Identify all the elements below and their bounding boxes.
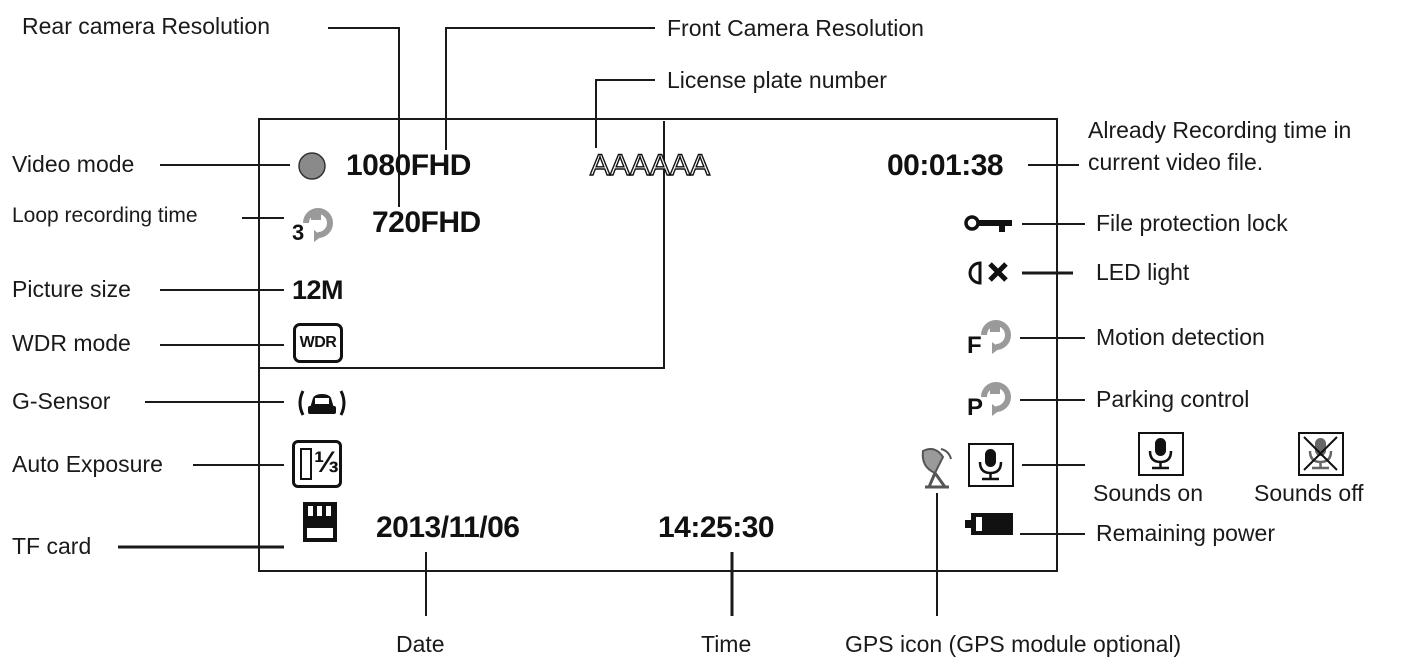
- label-remaining-power: Remaining power: [1096, 520, 1275, 546]
- label-video-mode: Video mode: [12, 151, 135, 177]
- date-value: 2013/11/06: [376, 511, 520, 544]
- label-auto-exposure: Auto Exposure: [12, 451, 163, 477]
- label-g-sensor: G-Sensor: [12, 388, 111, 414]
- rear-resolution-value: 720FHD: [372, 206, 481, 239]
- microphone-muted-icon: [1298, 432, 1344, 476]
- loop-value: 3: [292, 220, 304, 245]
- time-value: 14:25:30: [658, 511, 775, 544]
- battery-icon: [964, 510, 1016, 538]
- exposure-value: ⅓: [314, 446, 340, 479]
- label-license-plate-number: License plate number: [667, 67, 887, 93]
- exposure-bar: [300, 448, 312, 480]
- wdr-badge-text: WDR: [299, 334, 337, 351]
- microphone-icon: [968, 443, 1014, 487]
- line-license-plate: [595, 79, 655, 148]
- label-parking-control: Parking control: [1096, 386, 1250, 412]
- label-led-light: LED light: [1096, 259, 1190, 285]
- label-loop-recording-time: Loop recording time: [12, 204, 198, 227]
- label-front-camera-resolution: Front Camera Resolution: [667, 15, 924, 41]
- front-resolution-value: 1080FHD: [346, 149, 471, 182]
- car-shake-icon: [295, 386, 349, 420]
- label-picture-size: Picture size: [12, 276, 131, 302]
- label-sounds-off: Sounds off: [1254, 480, 1364, 506]
- gps-satellite-icon: [913, 443, 959, 491]
- led-off-icon: [966, 258, 1018, 288]
- recording-time-value: 00:01:38: [887, 149, 1004, 182]
- label-tf-card: TF card: [12, 533, 92, 559]
- label-motion-detection: Motion detection: [1096, 324, 1265, 350]
- label-gps-icon: GPS icon (GPS module optional): [845, 631, 1182, 657]
- label-wdr-mode: WDR mode: [12, 330, 131, 356]
- wdr-icon: WDR: [293, 323, 343, 363]
- motion-detection-icon: [966, 313, 1018, 363]
- rear-preview-frame: [259, 121, 665, 369]
- label-file-protection-lock: File protection lock: [1096, 210, 1288, 236]
- sd-card-icon: [301, 500, 339, 544]
- legend-sound-on-icon: [1138, 432, 1184, 476]
- label-recording-time-line2: current video file.: [1088, 149, 1264, 175]
- label-rear-camera-resolution: Rear camera Resolution: [22, 13, 271, 39]
- label-date: Date: [396, 631, 445, 657]
- label-sounds-on: Sounds on: [1093, 480, 1203, 506]
- parking-icon: [966, 375, 1018, 425]
- motion-letter: F: [967, 332, 982, 359]
- picture-size-value: 12M: [292, 275, 344, 305]
- exposure-icon: ⅓: [292, 440, 342, 488]
- line-front-resolution: [445, 27, 655, 150]
- license-plate-value: AAAAAA: [589, 148, 711, 182]
- line-rear-resolution: [328, 27, 400, 207]
- label-recording-time-line1: Already Recording time in: [1088, 117, 1352, 143]
- record-dot-icon: [297, 151, 327, 181]
- key-icon: [963, 211, 1015, 237]
- label-time: Time: [701, 631, 752, 657]
- parking-letter: P: [967, 394, 983, 421]
- loop-recording-icon: [292, 199, 342, 249]
